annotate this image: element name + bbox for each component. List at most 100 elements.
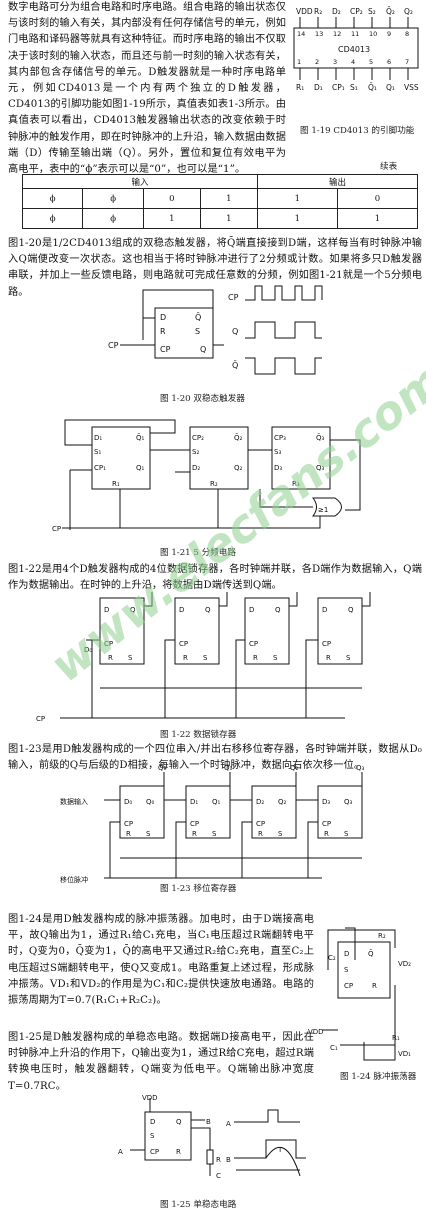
diagram-label: R bbox=[160, 327, 166, 336]
table-title: 续表 bbox=[380, 162, 398, 172]
d0-label: D₀ bbox=[84, 646, 92, 654]
ff-label: CP bbox=[256, 820, 265, 828]
fig120-caption: 图 1-20 双稳态触发器 bbox=[160, 394, 245, 404]
ff-label: D₃ bbox=[322, 798, 330, 806]
pin-number: 9 bbox=[387, 30, 391, 38]
table-cell: 1 bbox=[199, 208, 258, 229]
ff-label: S bbox=[278, 830, 283, 838]
ff-label: CP bbox=[104, 640, 113, 648]
diagram-label: CP bbox=[228, 293, 239, 302]
ff-label: S₁ bbox=[94, 448, 101, 456]
ff-label: Q₂ bbox=[278, 798, 287, 806]
ff-label: S bbox=[344, 966, 349, 974]
flipflop-box bbox=[154, 307, 214, 359]
ff-label: Q̄₁ bbox=[136, 433, 145, 442]
ff-label: D bbox=[179, 606, 184, 614]
diagram-label: Q bbox=[232, 327, 238, 336]
pin-label: Q₂ bbox=[404, 7, 413, 16]
ff-label: Q₁ bbox=[212, 798, 221, 806]
pin-label: CP₁ bbox=[332, 83, 345, 92]
osc-label: C₁ bbox=[330, 1044, 338, 1052]
ff-label: R₁ bbox=[112, 480, 120, 488]
ff-label: R bbox=[372, 982, 377, 990]
pin-number: 4 bbox=[351, 58, 355, 66]
osc-label: R₁ bbox=[392, 1034, 400, 1042]
pin-number: 14 bbox=[297, 30, 305, 38]
or-gate-label: ≥1 bbox=[318, 506, 328, 514]
ff-label: D₁ bbox=[94, 434, 102, 442]
pin-label: Q̄₁ bbox=[368, 83, 377, 92]
pin-number: 7 bbox=[405, 58, 409, 66]
ff-label: S bbox=[212, 830, 217, 838]
mono-label: VDD bbox=[142, 1094, 158, 1102]
mono-label: A bbox=[226, 1120, 231, 1128]
osc-label: VD₁ bbox=[398, 1050, 411, 1058]
osc-label: VD₂ bbox=[398, 960, 411, 968]
ff-label: D₂ bbox=[192, 464, 200, 472]
ff-label: Q₂ bbox=[234, 464, 243, 472]
ff-label: CP bbox=[190, 820, 199, 828]
ff-label: R bbox=[183, 654, 188, 662]
ff-label: Q₁ bbox=[136, 464, 145, 472]
pin-label: Q₁ bbox=[386, 83, 395, 92]
ff-label: CP bbox=[150, 1148, 159, 1156]
fig122-caption: 图 1-22 数据锁存器 bbox=[160, 730, 237, 740]
osc-label: C₂ bbox=[328, 954, 336, 962]
shift-data-input-label: 数据输入 bbox=[60, 797, 88, 806]
truth-table: 输入 输出 ϕ ϕ 0 1 1 0 ϕ ϕ 1 1 1 1 bbox=[21, 174, 419, 229]
diagram-label: S bbox=[195, 327, 200, 336]
ff-label: Q bbox=[176, 1118, 182, 1126]
pin-number: 8 bbox=[405, 30, 409, 38]
mono-label: B bbox=[206, 1118, 211, 1126]
ff-label: Q bbox=[348, 606, 354, 614]
fig124-caption: 图 1-24 脉冲振荡器 bbox=[340, 1072, 417, 1082]
pin-number: 1 bbox=[297, 58, 301, 66]
ff-label: Q₀ bbox=[146, 798, 155, 806]
ff-label: D₁ bbox=[190, 798, 198, 806]
ff-label: R₃ bbox=[292, 480, 300, 488]
ff-label: R bbox=[192, 830, 197, 838]
ff-label: D₃ bbox=[274, 464, 282, 472]
ff-label: S bbox=[344, 830, 349, 838]
diagram-label: CP bbox=[108, 341, 119, 350]
ff-label: CP bbox=[124, 820, 133, 828]
ff-label: R bbox=[108, 654, 113, 662]
pin-number: 10 bbox=[369, 30, 377, 38]
chip-name: CD4013 bbox=[338, 45, 370, 54]
pin-label: Q̄₂ bbox=[386, 7, 395, 16]
fig125-caption: 图 1-25 单稳态电路 bbox=[160, 1200, 237, 1210]
ff-label: Q bbox=[130, 606, 136, 614]
ff-label: CP bbox=[344, 982, 353, 990]
ff-label: R bbox=[326, 654, 331, 662]
ff-label: D bbox=[150, 1118, 155, 1126]
fig121-caption: 图 1-21 5 分频电路 bbox=[160, 548, 236, 558]
ff-label: CP bbox=[322, 820, 331, 828]
mono-label: B bbox=[226, 1156, 231, 1164]
table-row: ϕ ϕ 1 1 1 1 bbox=[21, 208, 419, 229]
ff-label: CP bbox=[249, 640, 258, 648]
ff-label: R₂ bbox=[210, 480, 218, 488]
paragraph-fig123: 图1-23是用D触发器构成的一个四位串入/并出右移移位寄存器，各时钟端并联，数据… bbox=[8, 744, 422, 772]
pin-number: 13 bbox=[315, 30, 323, 38]
ff-label: D₂ bbox=[256, 798, 264, 806]
ff-label: S bbox=[273, 654, 278, 662]
pin-number: 6 bbox=[387, 58, 391, 66]
pin-number: 5 bbox=[369, 58, 373, 66]
intro-paragraph: 数字电路可分为组合电路和时序电路。组合电路的输出状态仅与该时刻的输入有关，其内部… bbox=[8, 2, 286, 176]
ff-label: R bbox=[258, 830, 263, 838]
diagram-label: Q bbox=[200, 345, 206, 354]
ff-label: Q₃ bbox=[344, 798, 353, 806]
ff-label: D bbox=[322, 606, 327, 614]
ff-label: Q bbox=[275, 606, 281, 614]
ff-label: S bbox=[203, 654, 208, 662]
table-cell: ϕ bbox=[21, 208, 84, 229]
pin-number: 11 bbox=[351, 30, 359, 38]
pin-label: S₂ bbox=[368, 7, 376, 16]
osc-label: R₂ bbox=[378, 932, 386, 940]
ff-label: D bbox=[249, 606, 254, 614]
ff-label: Q bbox=[205, 606, 211, 614]
ff-label: Q̄₃ bbox=[316, 433, 325, 442]
pin-label: D₁ bbox=[314, 83, 323, 92]
